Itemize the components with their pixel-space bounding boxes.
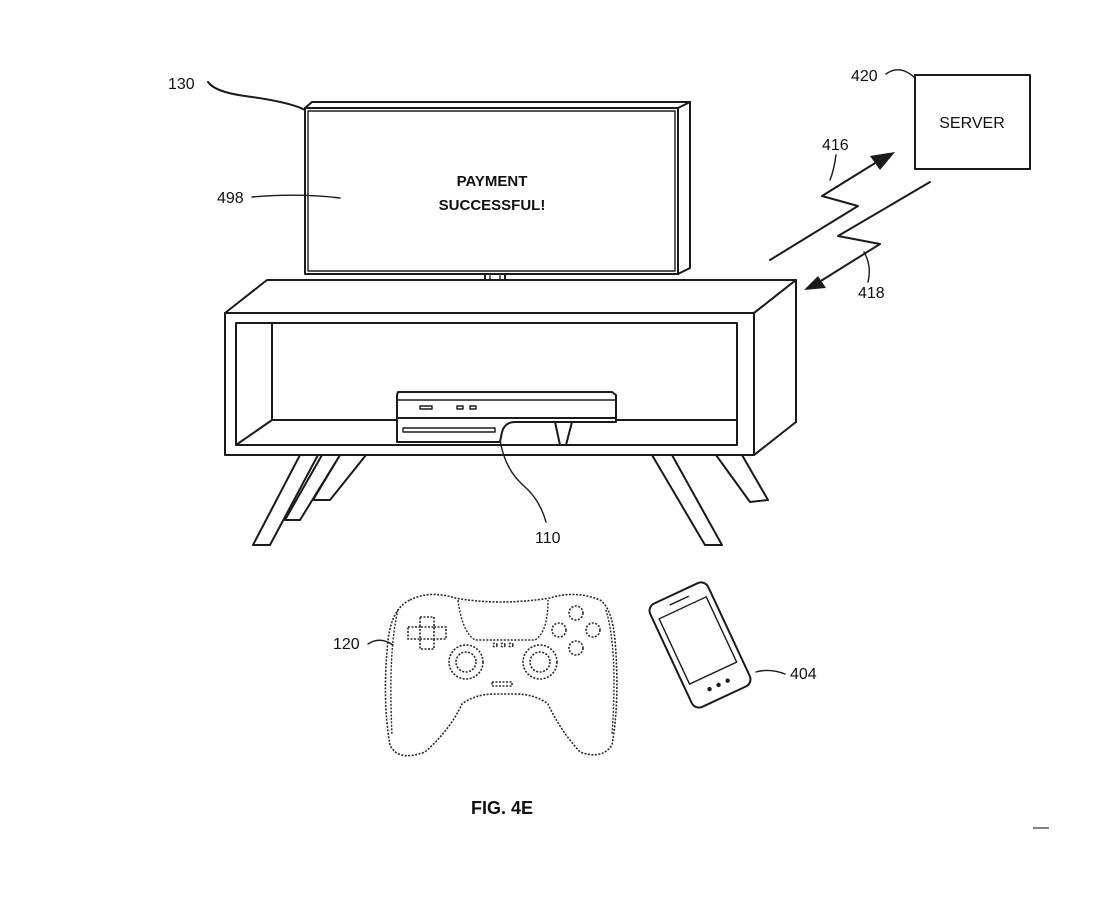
- screen-message-line2: SUCCESSFUL!: [439, 197, 546, 214]
- mobile-phone: [648, 581, 752, 709]
- ref-120: 120: [333, 636, 360, 653]
- tv-screen: [304, 107, 679, 275]
- leader-498: [251, 194, 341, 199]
- signal-from-server: [804, 181, 931, 290]
- server-label: SERVER: [939, 115, 1005, 132]
- leader-416: [829, 154, 837, 181]
- ref-498: 498: [217, 190, 244, 207]
- game-console: [396, 391, 617, 446]
- ref-404: 404: [790, 666, 817, 683]
- signal-to-server: [769, 152, 895, 261]
- leader-420: [885, 69, 916, 79]
- server-box: [914, 74, 1031, 170]
- figure-caption: FIG. 4E: [471, 798, 533, 818]
- page-mark: —: [1033, 819, 1049, 836]
- leader-418: [863, 251, 871, 283]
- screen-message-line1: PAYMENT: [457, 173, 528, 190]
- leader-130: [207, 81, 306, 111]
- ref-130: 130: [168, 76, 195, 93]
- ref-416: 416: [822, 137, 849, 154]
- ref-420: 420: [851, 68, 878, 85]
- leader-120: [367, 639, 394, 646]
- ref-110: 110: [535, 530, 561, 547]
- game-controller: [384, 593, 618, 757]
- leader-110: [499, 439, 547, 523]
- ref-418: 418: [858, 285, 885, 302]
- leader-404: [755, 669, 786, 675]
